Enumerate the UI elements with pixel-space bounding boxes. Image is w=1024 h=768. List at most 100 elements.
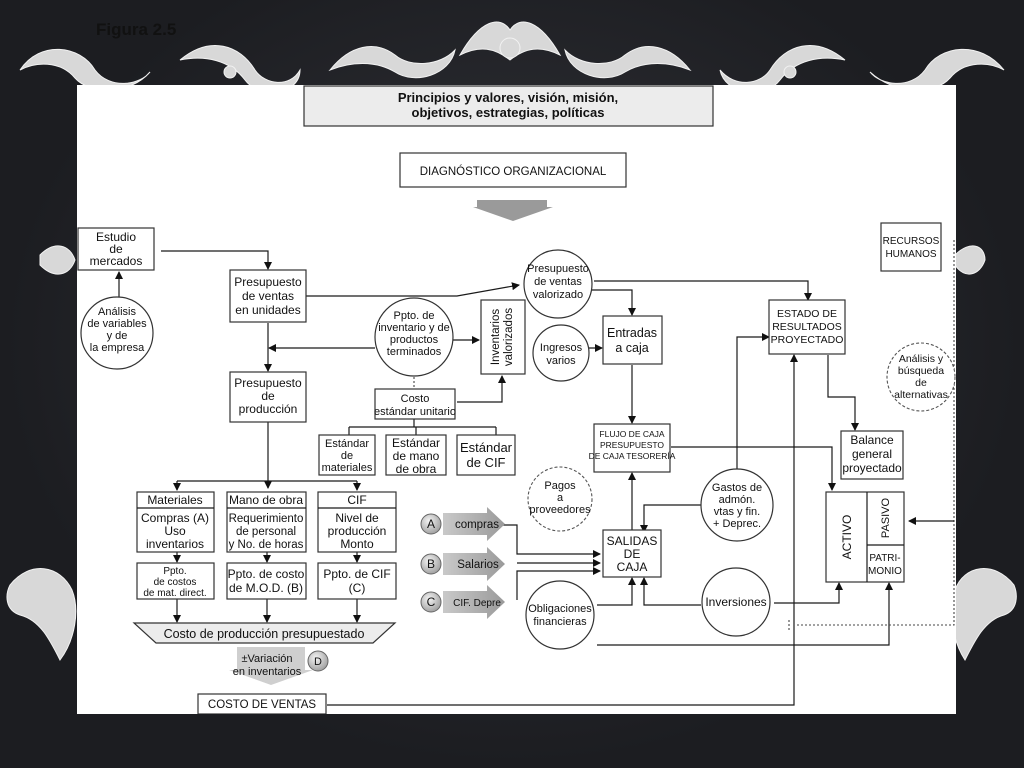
svg-text:de mano: de mano [393, 449, 440, 463]
figure-title: Figura 2.5 [96, 20, 177, 39]
svg-text:ACTIVO: ACTIVO [840, 515, 854, 560]
node-ppto-cif: Ppto. de CIF (C) [317, 562, 397, 600]
node-costo-estandar: Costo estándar unitario [374, 388, 456, 420]
node-obligaciones: Obligaciones financieras [525, 580, 595, 650]
svg-text:búsqueda: búsqueda [898, 365, 944, 377]
svg-text:de variables: de variables [87, 318, 147, 330]
budget-flow-diagram: Principios y valores, visión, misión, ob… [77, 85, 956, 714]
node-salidas-caja: SALIDAS DE CAJA [602, 529, 662, 578]
node-ppto-costos-mat: Ppto. de costos de mat. direct. [136, 562, 215, 600]
svg-text:mercados: mercados [90, 254, 143, 268]
node-materiales: Materiales Compras (A) Uso inventarios [136, 491, 215, 553]
svg-text:estándar unitario: estándar unitario [374, 406, 456, 418]
svg-text:Análisis y: Análisis y [899, 353, 944, 365]
svg-text:COSTO DE VENTAS: COSTO DE VENTAS [208, 699, 317, 711]
svg-text:Principios y valores, visión,: Principios y valores, visión, misión, [398, 90, 618, 105]
svg-text:de CIF: de CIF [466, 455, 505, 470]
svg-text:de obra: de obra [396, 462, 437, 476]
svg-text:Estándar: Estándar [325, 438, 369, 450]
node-ppto-ventas-valorizado: Presupuesto de ventas valorizado [523, 249, 593, 319]
svg-text:Salarios: Salarios [457, 559, 499, 571]
svg-text:Ppto. de CIF: Ppto. de CIF [323, 567, 390, 581]
node-cif: CIF Nivel de producción Monto [317, 491, 397, 553]
svg-text:de personal: de personal [236, 526, 296, 538]
svg-text:la empresa: la empresa [90, 342, 145, 354]
svg-text:de: de [915, 377, 927, 389]
svg-text:inventario y de: inventario y de [378, 322, 450, 334]
svg-text:objetivos, estrategias, políti: objetivos, estrategias, políticas [412, 105, 605, 120]
svg-text:de ventas: de ventas [534, 276, 582, 288]
svg-text:Nivel de: Nivel de [335, 511, 379, 525]
svg-text:proyectado: proyectado [842, 461, 902, 475]
down-arrow-diagnostico [473, 200, 553, 221]
node-ppto-costo-mod: Ppto. de costo de M.O.D. (B) [226, 562, 307, 600]
svg-text:general: general [852, 447, 892, 461]
node-ppto-ventas-unidades: Presupuesto de ventas en unidades [229, 269, 307, 323]
svg-text:vtas y fin.: vtas y fin. [714, 506, 760, 518]
svg-text:Materiales: Materiales [147, 493, 202, 507]
svg-text:DIAGNÓSTICO ORGANIZACIONAL: DIAGNÓSTICO ORGANIZACIONAL [420, 165, 607, 178]
node-diagnostico: DIAGNÓSTICO ORGANIZACIONAL [399, 152, 627, 188]
svg-text:HUMANOS: HUMANOS [885, 249, 936, 260]
node-principios: Principios y valores, visión, misión, ob… [303, 85, 714, 127]
svg-text:CIF. Depre: CIF. Depre [453, 598, 501, 609]
svg-text:a: a [557, 492, 564, 504]
svg-text:producción: producción [328, 524, 387, 538]
node-mano-obra: Mano de obra Requerimiento de personal y… [226, 491, 307, 553]
node-estandar-mano-obra: Estándar de mano de obra [385, 434, 447, 476]
node-costo-ventas: COSTO DE VENTAS [197, 693, 327, 714]
svg-text:Entradas: Entradas [607, 326, 657, 340]
svg-text:DE CAJA TESORERÍA: DE CAJA TESORERÍA [589, 451, 676, 461]
arrow-b-salarios: B Salarios [420, 547, 505, 581]
arrow-a-compras: A compras [420, 507, 505, 541]
node-balance-general: Balance general proyectado [840, 430, 904, 480]
svg-text:de: de [261, 389, 275, 403]
svg-text:DE: DE [624, 547, 641, 561]
node-ingresos-varios: Ingresos varios [532, 324, 590, 382]
node-inventarios-valorizados: Inventarios valorizados [480, 299, 526, 375]
svg-text:PRESUPUESTO: PRESUPUESTO [600, 440, 664, 450]
node-pagos-proveedores: Pagos a proveedores [527, 466, 593, 532]
svg-text:y No. de horas: y No. de horas [229, 539, 304, 551]
node-recursos-humanos: RECURSOS HUMANOS [880, 222, 942, 272]
svg-text:productos: productos [390, 334, 439, 346]
svg-text:Obligaciones: Obligaciones [528, 603, 592, 615]
node-flujo-caja: FLUJO DE CAJA PRESUPUESTO DE CAJA TESORE… [589, 423, 676, 473]
svg-text:Monto: Monto [340, 537, 374, 551]
svg-text:varios: varios [546, 355, 576, 367]
svg-text:+ Deprec.: + Deprec. [713, 518, 761, 530]
node-ppto-produccion: Presupuesto de producción [229, 371, 307, 423]
arrow-c-cif-depre: C CIF. Depre [420, 585, 505, 619]
node-patrimonio: PATRI- [869, 553, 900, 564]
svg-text:MONIO: MONIO [868, 566, 902, 577]
marker-a: A [427, 517, 435, 531]
svg-text:de: de [341, 450, 353, 462]
svg-text:Costo de producción presupuest: Costo de producción presupuestado [164, 627, 365, 641]
svg-text:de: de [109, 242, 123, 256]
svg-text:Estudio: Estudio [96, 230, 136, 244]
svg-text:alternativas: alternativas [894, 389, 948, 401]
svg-text:Estándar: Estándar [460, 440, 513, 455]
svg-text:terminados: terminados [387, 346, 442, 358]
svg-text:compras: compras [455, 519, 499, 531]
node-ppto-inventario: Ppto. de inventario y de productos termi… [374, 297, 454, 377]
svg-text:PROYECTADO: PROYECTADO [771, 334, 844, 346]
svg-text:producción: producción [239, 402, 298, 416]
svg-text:Ppto.: Ppto. [163, 566, 186, 577]
svg-text:Mano de obra: Mano de obra [229, 493, 303, 507]
svg-text:inventarios: inventarios [146, 537, 204, 551]
svg-text:Uso: Uso [164, 524, 186, 538]
node-inversiones: Inversiones [701, 567, 771, 637]
svg-text:Ppto. de: Ppto. de [394, 310, 435, 322]
svg-text:en inventarios: en inventarios [233, 666, 302, 678]
node-estudio-mercados: Estudio de mercados [77, 227, 155, 271]
svg-text:Compras (A): Compras (A) [141, 511, 209, 525]
svg-text:Costo: Costo [401, 393, 430, 405]
svg-text:Ppto. de costo: Ppto. de costo [228, 567, 305, 581]
svg-text:valorizado: valorizado [533, 289, 583, 301]
svg-text:en unidades: en unidades [235, 303, 300, 317]
marker-b: B [427, 557, 435, 571]
svg-text:Requerimiento: Requerimiento [229, 513, 304, 525]
node-entradas-caja: Entradas a caja [602, 315, 663, 365]
svg-text:CAJA: CAJA [617, 560, 648, 574]
